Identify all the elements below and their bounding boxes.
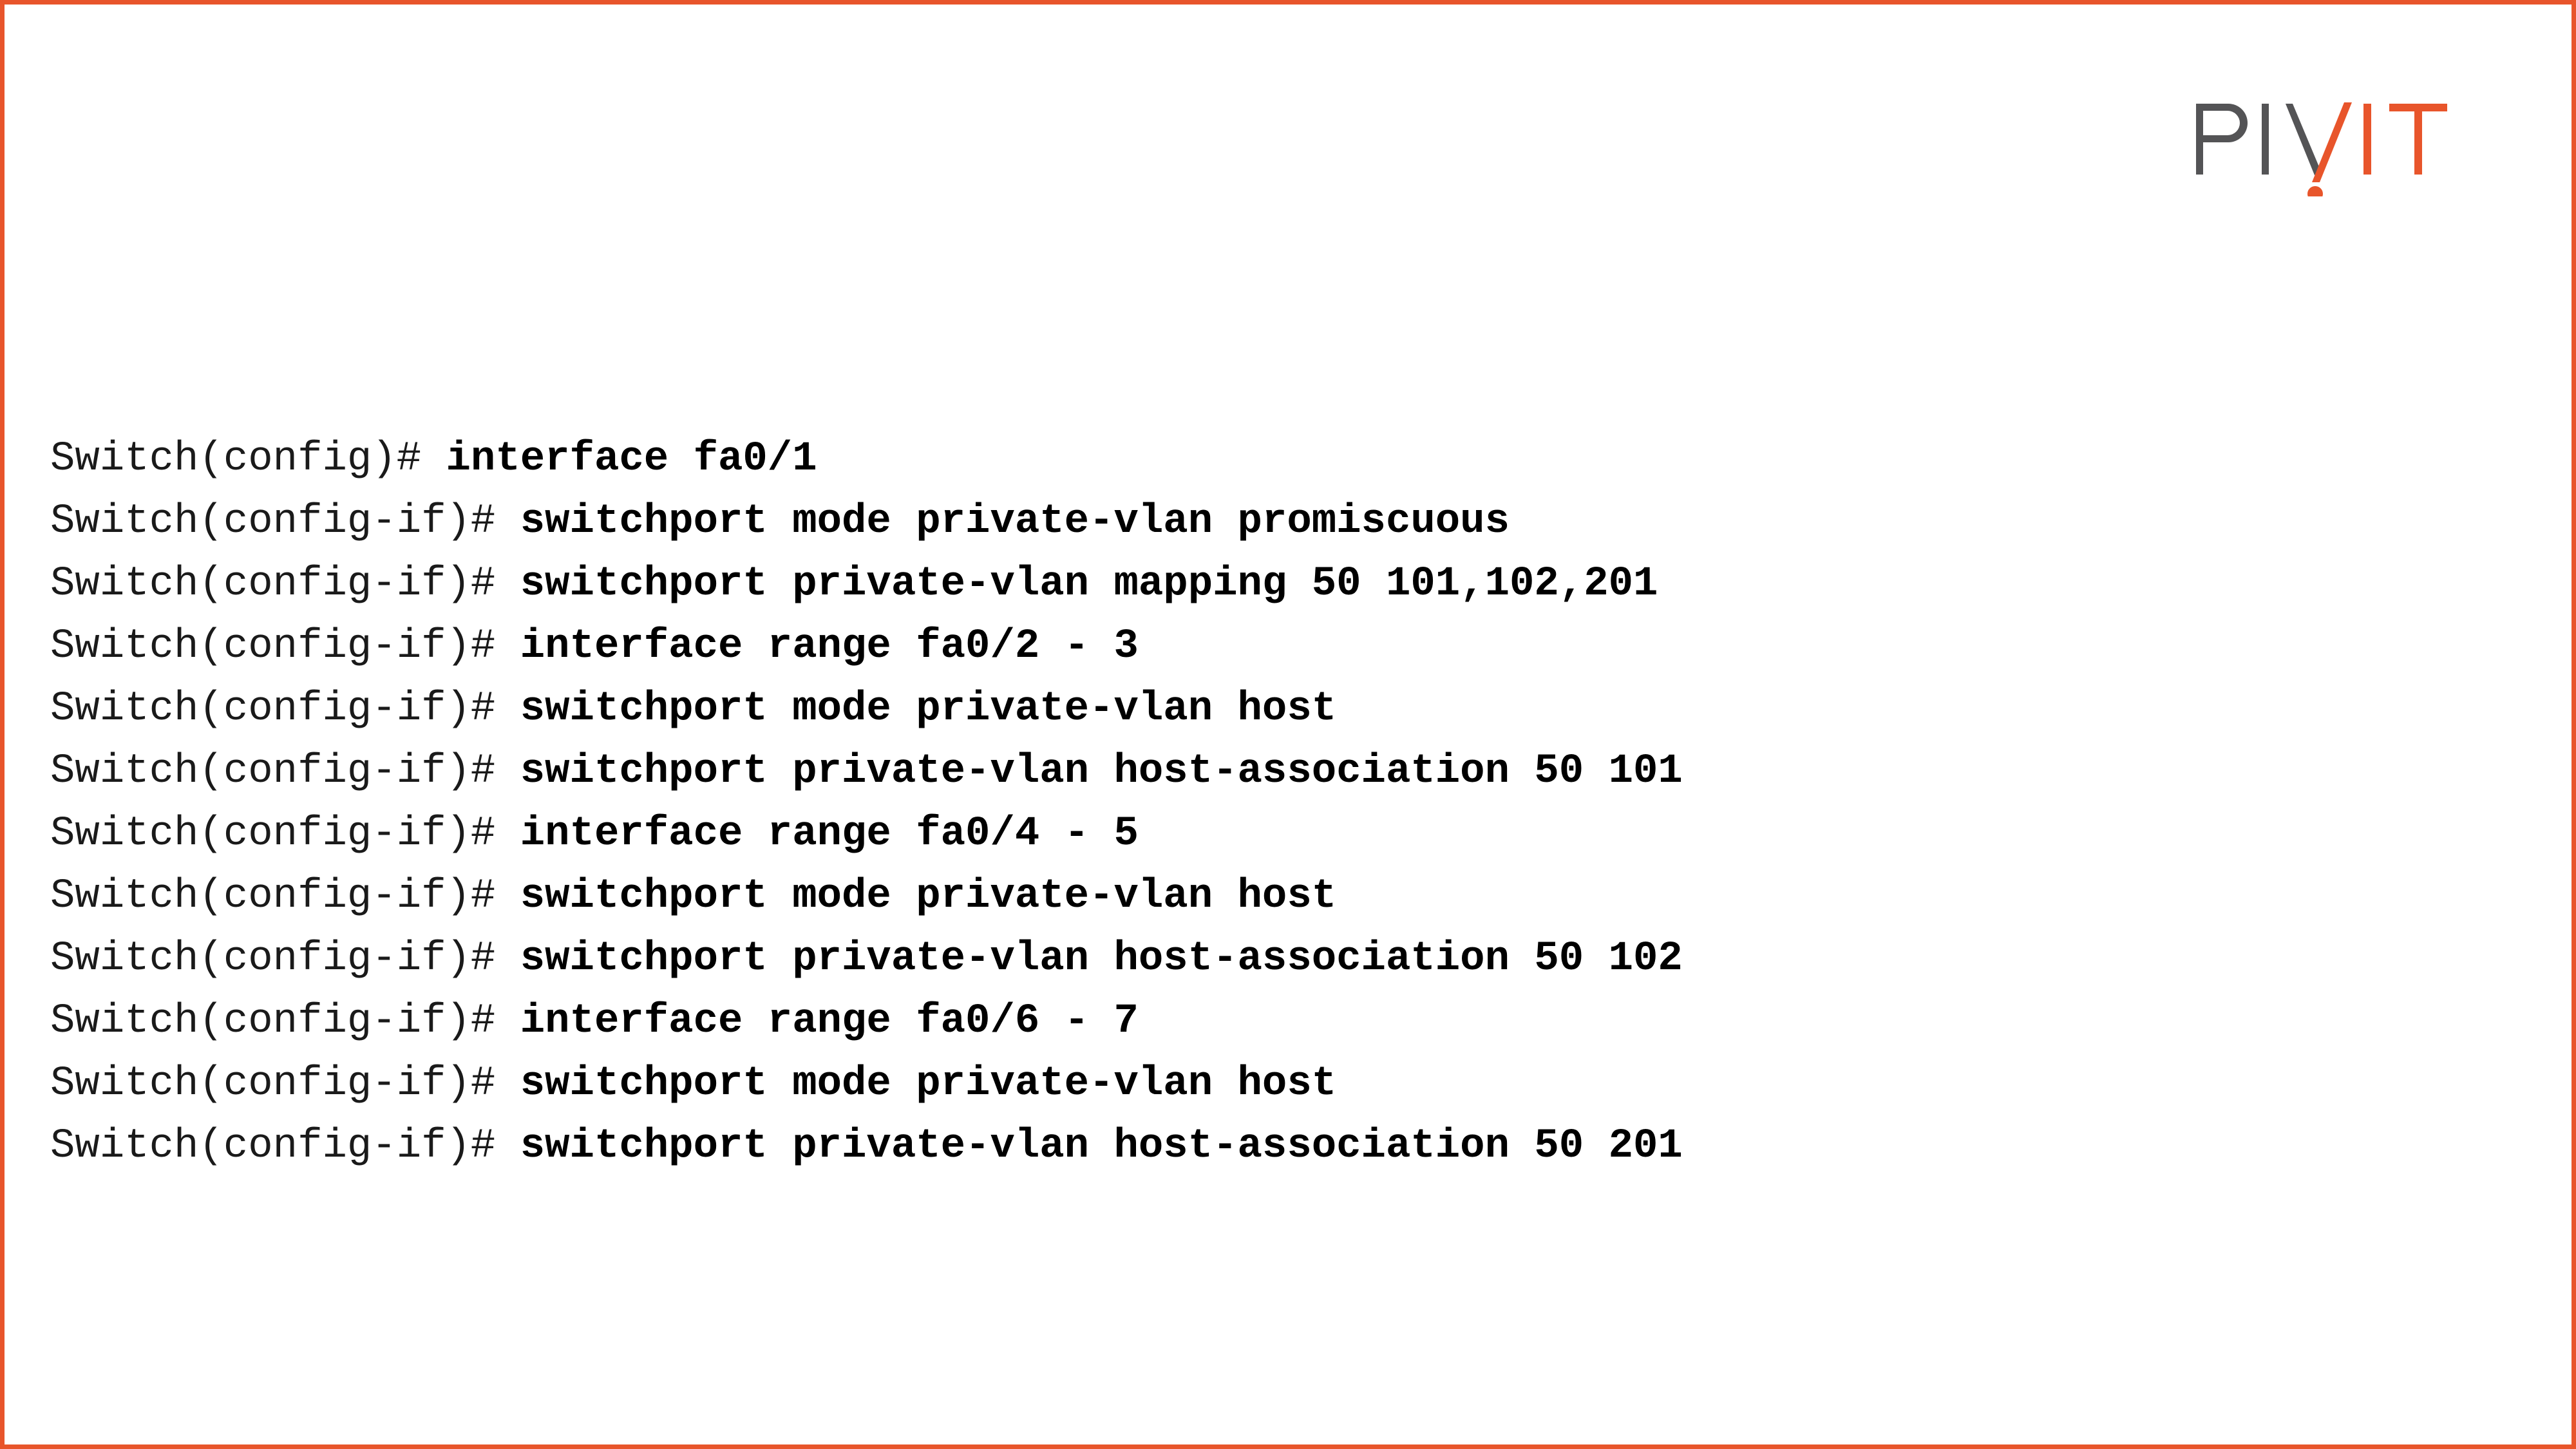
logo-letter-i-gray: [2262, 104, 2269, 175]
cli-line: Switch(config-if)# switchport private-vl…: [50, 553, 2433, 616]
cli-prompt: Switch(config-if)#: [50, 748, 520, 795]
cli-line: Switch(config-if)# switchport private-vl…: [50, 741, 2433, 803]
cli-line: Switch(config-if)# switchport mode priva…: [50, 491, 2433, 553]
logo-letter-p: [2196, 104, 2248, 175]
cli-line: Switch(config)# interface fa0/1: [50, 428, 2433, 491]
cli-transcript: Switch(config)# interface fa0/1 Switch(c…: [50, 428, 2433, 1178]
cli-command: switchport private-vlan mapping 50 101,1…: [520, 561, 1658, 607]
cli-prompt: Switch(config-if)#: [50, 1123, 520, 1170]
cli-command: interface range fa0/2 - 3: [520, 623, 1139, 670]
cli-prompt: Switch(config-if)#: [50, 623, 520, 670]
cli-command: switchport mode private-vlan host: [520, 686, 1337, 732]
cli-prompt: Switch(config-if)#: [50, 1061, 520, 1107]
cli-prompt: Switch(config-if)#: [50, 873, 520, 920]
cli-command: switchport mode private-vlan host: [520, 873, 1337, 920]
cli-line: Switch(config-if)# switchport mode priva…: [50, 678, 2433, 741]
cli-line: Switch(config-if)# switchport private-vl…: [50, 928, 2433, 990]
cli-prompt: Switch(config-if)#: [50, 686, 520, 732]
cli-command: switchport private-vlan host-association…: [520, 1123, 1683, 1170]
cli-line: Switch(config-if)# interface range fa0/6…: [50, 990, 2433, 1053]
pivit-logo-svg: [2196, 102, 2447, 196]
cli-command: switchport private-vlan host-association…: [520, 936, 1683, 982]
cli-prompt: Switch(config-if)#: [50, 936, 520, 982]
cli-line: Switch(config-if)# switchport mode priva…: [50, 866, 2433, 928]
pivit-logo: [2195, 100, 2447, 196]
cli-command: interface range fa0/4 - 5: [520, 811, 1139, 857]
logo-letter-i-orange: [2363, 104, 2371, 175]
cli-command: interface range fa0/6 - 7: [520, 998, 1139, 1045]
cli-prompt: Switch(config-if)#: [50, 998, 520, 1045]
cli-line: Switch(config-if)# interface range fa0/2…: [50, 616, 2433, 678]
cli-line: Switch(config-if)# switchport mode priva…: [50, 1053, 2433, 1115]
cli-command: switchport mode private-vlan promiscuous: [520, 498, 1510, 545]
cli-line: Switch(config-if)# switchport private-vl…: [50, 1115, 2433, 1178]
cli-prompt: Switch(config)#: [50, 436, 446, 482]
cli-command: switchport mode private-vlan host: [520, 1061, 1337, 1107]
cli-prompt: Switch(config-if)#: [50, 561, 520, 607]
cli-command: interface fa0/1: [446, 436, 817, 482]
cli-prompt: Switch(config-if)#: [50, 811, 520, 857]
logo-dot-icon: [2307, 186, 2323, 196]
logo-letter-t: [2389, 104, 2447, 175]
cli-line: Switch(config-if)# interface range fa0/4…: [50, 803, 2433, 866]
logo-letter-v-gray-stroke: [2286, 104, 2321, 175]
cli-command: switchport private-vlan host-association…: [520, 748, 1683, 795]
cli-prompt: Switch(config-if)#: [50, 498, 520, 545]
logo-letter-v-orange-stroke: [2312, 102, 2352, 182]
